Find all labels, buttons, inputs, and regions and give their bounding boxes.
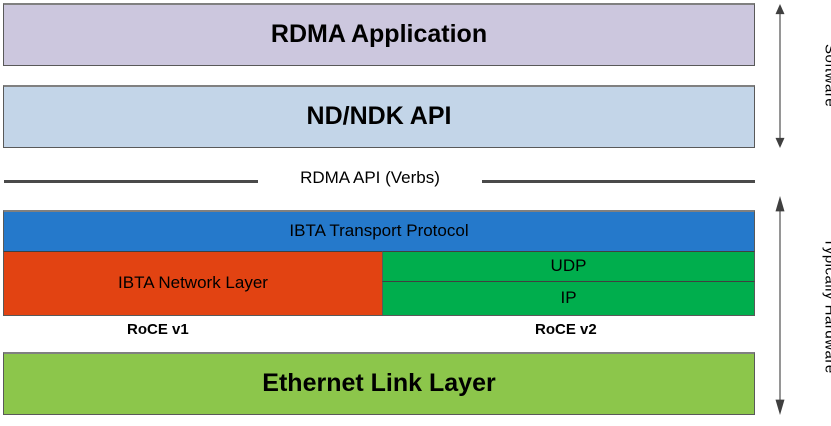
layer-ibta-transport-protocol-label: IBTA Transport Protocol (289, 221, 469, 241)
scope-software-text: Software (792, 4, 831, 148)
double-arrow-icon (775, 4, 785, 148)
divider-line-left (4, 180, 258, 183)
layer-udp-label: UDP (550, 256, 587, 276)
rdma-api-verbs-divider: RDMA API (Verbs) (0, 168, 760, 194)
caption-roce-v1: RoCE v1 (127, 321, 189, 338)
layer-rdma-application: RDMA Application (3, 3, 755, 66)
layer-ethernet-link-layer-label: Ethernet Link Layer (262, 369, 496, 398)
layer-ibta-transport-protocol: IBTA Transport Protocol (3, 210, 755, 252)
layer-ip-label: IP (560, 288, 577, 308)
scope-typically-hardware-label: Typically Hardware (821, 237, 831, 374)
divider-line-right (482, 180, 755, 183)
scope-typically-hardware-text: Typically Hardware (792, 196, 831, 415)
layer-ip: IP (382, 281, 755, 316)
layer-rdma-application-label: RDMA Application (270, 20, 488, 49)
layer-ethernet-link-layer: Ethernet Link Layer (3, 352, 755, 415)
layer-ibta-network-layer: IBTA Network Layer (3, 251, 383, 316)
layer-ibta-network-layer-label: IBTA Network Layer (118, 273, 268, 293)
scope-software-label: Software (821, 44, 831, 108)
caption-roce-v2: RoCE v2 (535, 321, 597, 338)
double-arrow-icon (775, 196, 785, 415)
scope-software: Software (768, 4, 831, 148)
scope-typically-hardware: Typically Hardware (768, 196, 831, 415)
rdma-api-verbs-label: RDMA API (Verbs) (300, 168, 440, 187)
layer-nd-ndk-api-label: ND/NDK API (306, 102, 452, 131)
layer-udp: UDP (382, 251, 755, 282)
layer-nd-ndk-api: ND/NDK API (3, 85, 755, 148)
